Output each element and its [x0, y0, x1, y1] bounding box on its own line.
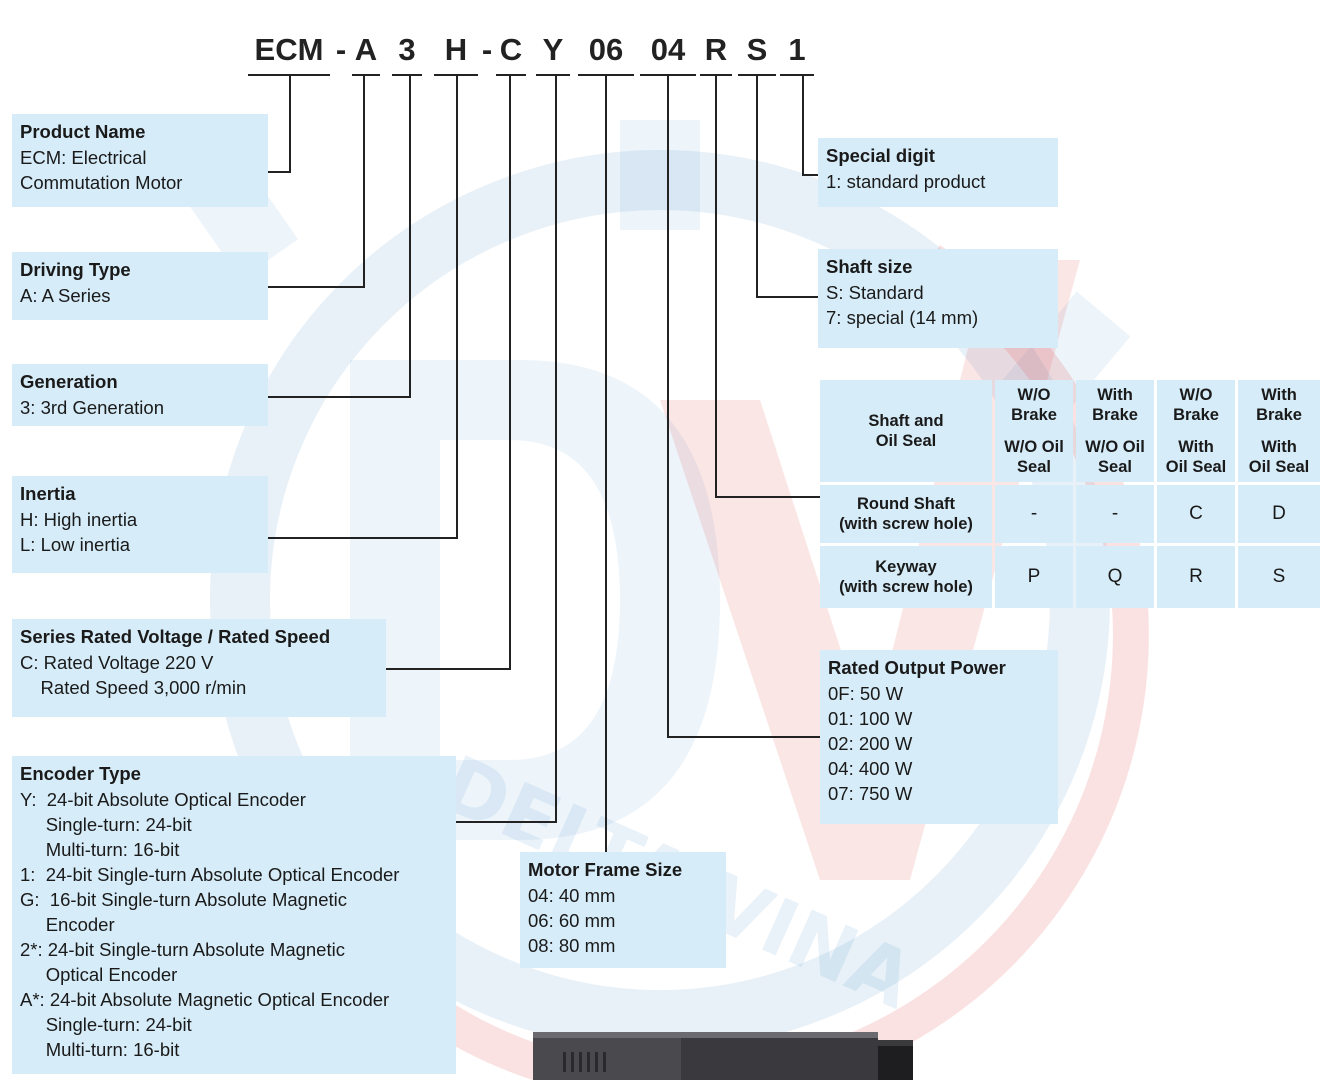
motor-frame-line: 08: 80 mm — [528, 935, 616, 956]
shaft-size-box: Shaft size S: Standard 7: special (14 mm… — [818, 249, 1058, 348]
code-shaft-size: S — [738, 30, 776, 76]
special-digit-line: 1: standard product — [826, 171, 986, 192]
shaft-size-line: 7: special (14 mm) — [826, 307, 979, 328]
rated-output-line: 04: 400 W — [828, 758, 913, 779]
shaft-oil-seal-table: Shaft and Oil Seal W/O Brake W/O Oil Sea… — [820, 380, 1320, 608]
encoder-type-line: Multi-turn: 16-bit — [20, 839, 180, 860]
rated-output-box: Rated Output Power 0F: 50 W 01: 100 W 02… — [820, 650, 1058, 824]
code-voltage: C — [496, 30, 526, 76]
code-generation: 3 — [392, 30, 422, 76]
table-corner-label: Shaft and Oil Seal — [868, 412, 944, 450]
column-header-bottom: W/O Oil Seal — [1004, 438, 1064, 476]
encoder-type-line: Multi-turn: 16-bit — [20, 1039, 180, 1060]
table-cell: P — [995, 546, 1073, 608]
column-header-top: W/O Brake — [1173, 386, 1219, 424]
inertia-line: H: High inertia — [20, 509, 138, 530]
rated-output-line: 01: 100 W — [828, 708, 913, 729]
code-ecm: ECM — [248, 30, 330, 76]
driving-type-title: Driving Type — [20, 259, 131, 280]
rated-output-line: 07: 750 W — [828, 783, 913, 804]
driving-type-line: A: A Series — [20, 285, 111, 306]
code-shaft-seal: R — [700, 30, 732, 76]
encoder-type-line: Single-turn: 24-bit — [20, 814, 192, 835]
column-header-bottom: W/O Oil Seal — [1085, 438, 1145, 476]
motor-frame-line: 06: 60 mm — [528, 910, 616, 931]
rated-output-line: 02: 200 W — [828, 733, 913, 754]
encoder-type-title: Encoder Type — [20, 763, 141, 784]
special-digit-title: Special digit — [826, 145, 935, 166]
table-column-header: With Brake With Oil Seal — [1238, 380, 1320, 482]
table-column-header: W/O Brake W/O Oil Seal — [995, 380, 1073, 482]
encoder-type-box: Encoder Type Y: 24-bit Absolute Optical … — [12, 756, 456, 1074]
code-dash: - — [335, 32, 347, 67]
table-row-header-keyway: Keyway (with screw hole) — [820, 546, 992, 608]
generation-box: Generation 3: 3rd Generation — [12, 364, 268, 426]
motor-image — [533, 1032, 913, 1080]
table-cell: Q — [1076, 546, 1154, 608]
code-special-digit: 1 — [780, 30, 814, 76]
rated-voltage-box: Series Rated Voltage / Rated Speed C: Ra… — [12, 619, 386, 717]
table-cell: - — [1076, 485, 1154, 543]
table-column-header: W/O Brake With Oil Seal — [1157, 380, 1235, 482]
shaft-size-title: Shaft size — [826, 256, 913, 277]
table-corner-header: Shaft and Oil Seal — [820, 380, 992, 482]
product-name-line: ECM: Electrical — [20, 147, 147, 168]
table-cell: - — [995, 485, 1073, 543]
encoder-type-line: 1: 24-bit Single-turn Absolute Optical E… — [20, 864, 400, 885]
rated-voltage-title: Series Rated Voltage / Rated Speed — [20, 626, 331, 647]
table-column-header: With Brake W/O Oil Seal — [1076, 380, 1154, 482]
special-digit-box: Special digit 1: standard product — [818, 138, 1058, 207]
inertia-title: Inertia — [20, 483, 76, 504]
encoder-type-line: Optical Encoder — [20, 964, 178, 985]
code-frame-size: 06 — [578, 30, 634, 76]
product-name-title: Product Name — [20, 121, 146, 142]
table-cell: R — [1157, 546, 1235, 608]
motor-frame-line: 04: 40 mm — [528, 885, 616, 906]
inertia-line: L: Low inertia — [20, 534, 131, 555]
encoder-type-line: Single-turn: 24-bit — [20, 1014, 192, 1035]
table-cell: C — [1157, 485, 1235, 543]
generation-line: 3: 3rd Generation — [20, 397, 164, 418]
shaft-size-line: S: Standard — [826, 282, 924, 303]
table-cell: S — [1238, 546, 1320, 608]
column-header-bottom: With Oil Seal — [1165, 438, 1227, 476]
row-label: Round Shaft (with screw hole) — [839, 495, 973, 533]
row-label: Keyway (with screw hole) — [839, 558, 973, 596]
code-output-power: 04 — [640, 30, 696, 76]
motor-frame-title: Motor Frame Size — [528, 859, 683, 880]
code-encoder: Y — [536, 30, 570, 76]
generation-title: Generation — [20, 371, 118, 392]
rated-output-line: 0F: 50 W — [828, 683, 904, 704]
inertia-box: Inertia H: High inertia L: Low inertia — [12, 476, 268, 573]
encoder-type-line: G: 16-bit Single-turn Absolute Magnetic — [20, 889, 348, 910]
column-header-top: W/O Brake — [1011, 386, 1057, 424]
encoder-type-line: Y: 24-bit Absolute Optical Encoder — [20, 789, 306, 810]
product-name-line: Commutation Motor — [20, 172, 183, 193]
rated-output-title: Rated Output Power — [828, 657, 1006, 678]
product-name-box: Product Name ECM: Electrical Commutation… — [12, 114, 268, 207]
column-header-bottom: With Oil Seal — [1248, 438, 1310, 476]
code-dash: - — [481, 32, 493, 67]
encoder-type-line: A*: 24-bit Absolute Magnetic Optical Enc… — [20, 989, 390, 1010]
encoder-type-line: Encoder — [20, 914, 115, 935]
encoder-type-line: 2*: 24-bit Single-turn Absolute Magnetic — [20, 939, 345, 960]
table-row-header-round-shaft: Round Shaft (with screw hole) — [820, 485, 992, 543]
code-driving-type: A — [352, 30, 380, 76]
rated-voltage-line: C: Rated Voltage 220 V — [20, 652, 214, 673]
motor-frame-box: Motor Frame Size 04: 40 mm 06: 60 mm 08:… — [520, 852, 726, 968]
table-cell: D — [1238, 485, 1320, 543]
column-header-top: With Brake — [1092, 386, 1138, 424]
code-inertia: H — [434, 30, 478, 76]
column-header-top: With Brake — [1256, 386, 1302, 424]
rated-voltage-line: Rated Speed 3,000 r/min — [20, 677, 247, 698]
driving-type-box: Driving Type A: A Series — [12, 252, 268, 320]
